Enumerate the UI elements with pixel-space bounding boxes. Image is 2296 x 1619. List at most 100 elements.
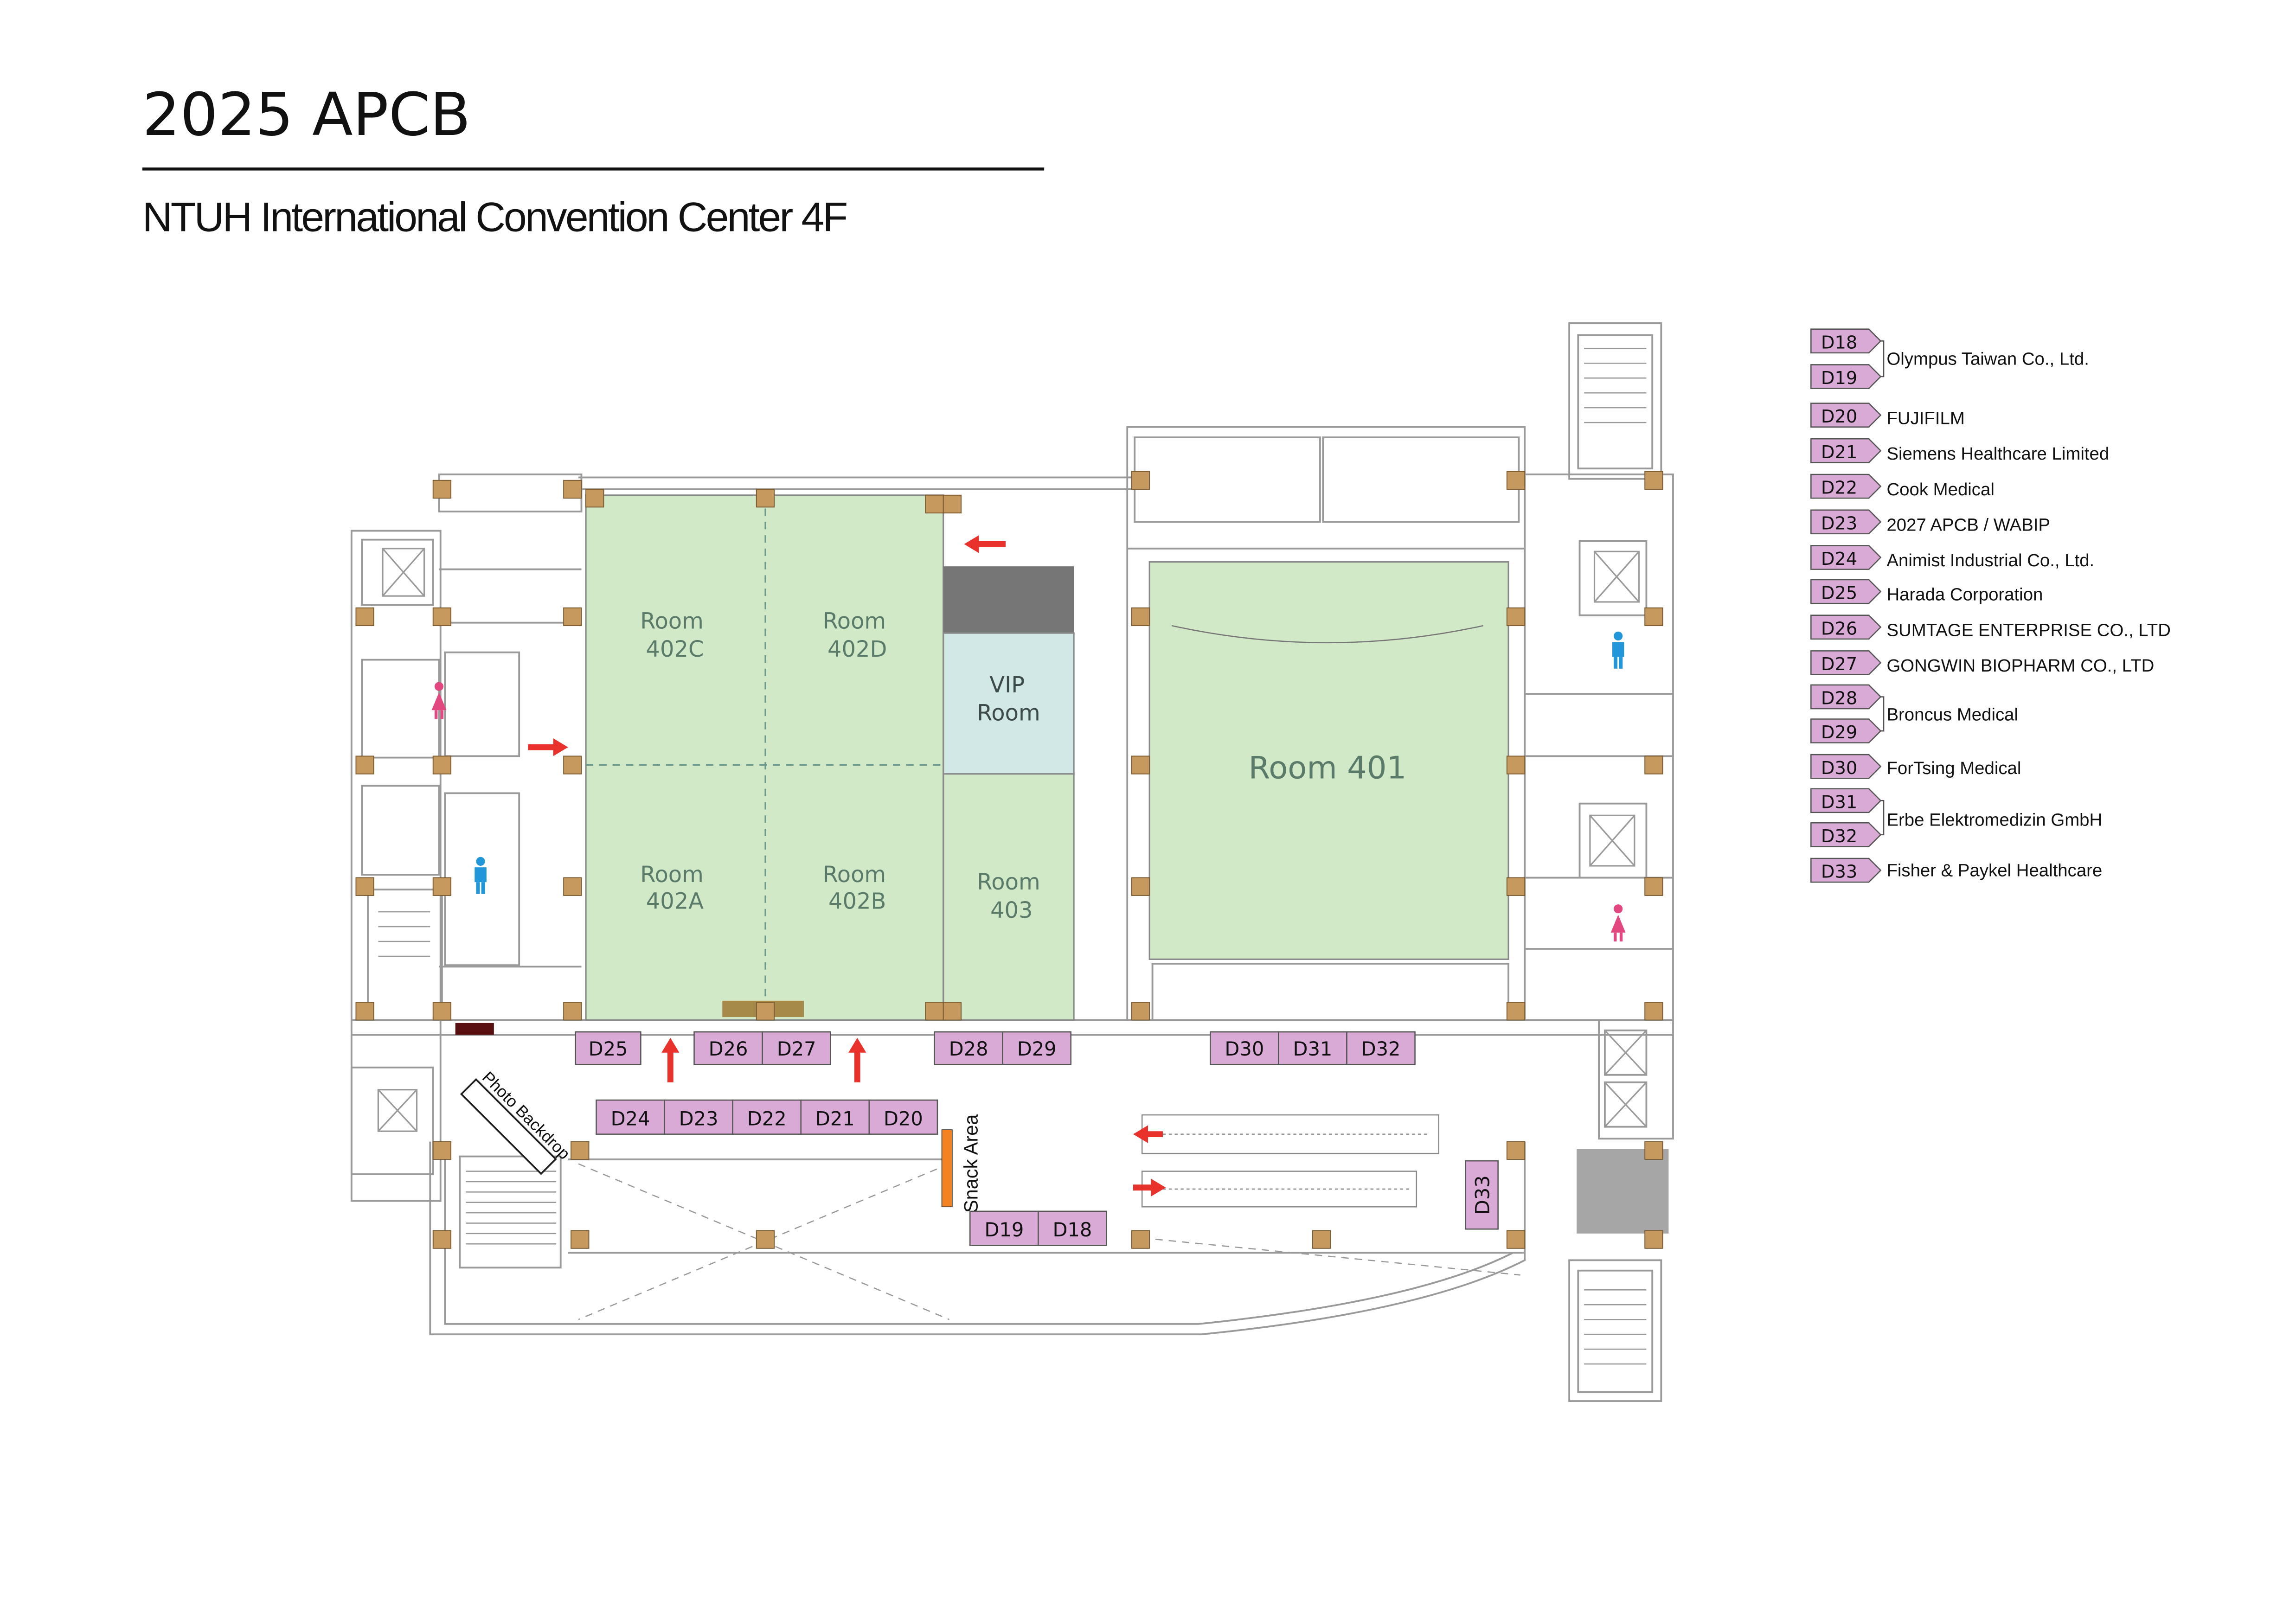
booth-d18-label: D18 — [1052, 1218, 1092, 1241]
legend-item-broncus: D28 D29 Broncus Medical — [1810, 684, 2018, 743]
legend-tag-d20-label: D20 — [1821, 406, 1857, 427]
legend-tag-d30-label: D30 — [1821, 758, 1857, 779]
legend-name-apcb-wabip: 2027 APCB / WABIP — [1886, 515, 2050, 535]
male-restroom-icon-east — [1612, 631, 1624, 669]
booth-d32[interactable] — [1346, 1031, 1416, 1065]
legend-name-fujifilm: FUJIFILM — [1886, 408, 1964, 428]
gray-utility-room — [1577, 1149, 1669, 1234]
booth-d25-label: D25 — [589, 1037, 628, 1060]
legend-tag-d19 — [1810, 364, 1882, 389]
booth-d23[interactable] — [664, 1099, 733, 1135]
booth-d23-label: D23 — [679, 1107, 718, 1130]
room-402a-label: Room — [640, 862, 704, 888]
booth-d33[interactable] — [1465, 1160, 1499, 1230]
booth-d19-label: D19 — [984, 1218, 1024, 1241]
legend-tag-d18-label: D18 — [1821, 332, 1857, 353]
female-restroom-icon — [431, 682, 447, 719]
legend-tag-d32-label: D32 — [1821, 826, 1857, 847]
female-restroom-icon-east — [1610, 904, 1626, 942]
legend-item-cook: D22 Cook Medical — [1810, 474, 1995, 499]
booth-d31[interactable] — [1278, 1031, 1347, 1065]
legend-tag-d31-label: D31 — [1821, 792, 1857, 813]
booth-d19[interactable] — [969, 1210, 1039, 1246]
arrow-left-icon — [964, 535, 1006, 553]
arrow-left-icon — [1133, 1125, 1163, 1143]
booth-d30[interactable] — [1210, 1031, 1279, 1065]
booth-d27-label: D27 — [777, 1037, 816, 1060]
photo-backdrop: Photo Backdrop — [460, 1068, 573, 1175]
booth-d29-label: D29 — [1017, 1037, 1057, 1060]
vip-room-label: VIP — [989, 672, 1025, 698]
booths: D25 D26 D27 D28 D29 D30 D31 D32 D24 D23 … — [575, 1031, 1499, 1246]
legend-tag-d18 — [1810, 328, 1882, 354]
booth-d27[interactable] — [762, 1031, 831, 1065]
room-402c-label-line2: 402C — [646, 636, 704, 662]
legend-name-cook: Cook Medical — [1886, 480, 1994, 499]
legend-tag-d25-label: D25 — [1821, 583, 1857, 604]
legend-name-harada: Harada Corporation — [1886, 585, 2043, 605]
male-restroom-icon — [475, 857, 487, 894]
legend-name-animist: Animist Industrial Co., Ltd. — [1886, 550, 2094, 570]
legend-item-harada: D25 Harada Corporation — [1810, 579, 2043, 605]
stairs — [378, 347, 1647, 1365]
booth-d20-label: D20 — [884, 1107, 923, 1130]
booth-d28-label: D28 — [949, 1037, 988, 1060]
snack-area-counter — [941, 1129, 953, 1208]
legend-tag-d24-label: D24 — [1821, 549, 1857, 570]
legend-item-olympus: D18 D19 Olympus Taiwan Co., Ltd. — [1810, 328, 2089, 389]
legend-tag-d21-label: D21 — [1821, 442, 1857, 463]
booth-d26-label: D26 — [709, 1037, 748, 1060]
room-402c-label: Room — [640, 608, 704, 634]
booth-d31-label: D31 — [1293, 1037, 1333, 1060]
legend-tag-d22-label: D22 — [1821, 478, 1857, 499]
room-402d-label: Room — [823, 608, 886, 634]
room-403 — [943, 773, 1075, 1021]
vip-room-label-line2: Room — [977, 700, 1040, 726]
legend-name-sumtage: SUMTAGE ENTERPRISE CO., LTD — [1886, 620, 2170, 640]
elevator-shafts — [377, 548, 1647, 1132]
legend-tag-d23-label: D23 — [1821, 513, 1857, 534]
booth-d33-label: D33 — [1471, 1175, 1494, 1215]
legend-item-animist: D24 Animist Industrial Co., Ltd. — [1810, 545, 2094, 570]
map-title: 2025 APCB — [142, 80, 471, 149]
legend-item-erbe: D31 D32 Erbe Elektromedizin GmbH — [1810, 788, 2102, 847]
room-403-label: Room — [977, 869, 1040, 895]
booth-d24[interactable] — [596, 1099, 665, 1135]
dark-marker — [455, 1023, 494, 1035]
arrow-right-icon — [528, 738, 568, 756]
legend-item-gongwin: D27 GONGWIN BIOPHARM CO., LTD — [1810, 650, 2154, 676]
legend-tag-d28-label: D28 — [1821, 688, 1857, 709]
escalators — [1141, 1114, 1440, 1208]
room-403-label-line2: 403 — [990, 897, 1033, 923]
booth-d26[interactable] — [693, 1031, 763, 1065]
booth-d24-label: D24 — [611, 1107, 650, 1130]
legend-name-fortsing: ForTsing Medical — [1886, 758, 2021, 778]
room-402d-label-line2: 402D — [827, 636, 887, 662]
arrow-right-icon — [1133, 1178, 1166, 1197]
snack-area-label: Snack Area — [960, 1114, 981, 1213]
room-402b-label-line2: 402B — [828, 889, 886, 915]
vip-room — [943, 632, 1075, 775]
legend-tag-d27-label: D27 — [1821, 654, 1857, 675]
room-401-label: Room 401 — [1249, 749, 1407, 786]
booth-d22[interactable] — [732, 1099, 802, 1135]
legend-name-broncus: Broncus Medical — [1886, 705, 2018, 725]
legend-tag-d33-label: D33 — [1821, 862, 1857, 883]
booth-d18[interactable] — [1038, 1210, 1107, 1246]
legend-item-fortsing: D30 ForTsing Medical — [1810, 754, 2021, 779]
room-401-stage-arc — [1171, 625, 1483, 644]
booth-d20[interactable] — [868, 1099, 938, 1135]
legend-name-fisher-paykel: Fisher & Paykel Healthcare — [1886, 860, 2102, 880]
map-subtitle: NTUH International Convention Center 4F — [142, 194, 847, 240]
booth-d30-label: D30 — [1225, 1037, 1264, 1060]
booth-d21[interactable] — [800, 1099, 870, 1135]
legend-name-olympus: Olympus Taiwan Co., Ltd. — [1886, 349, 2089, 369]
booth-d29[interactable] — [1002, 1031, 1071, 1065]
booth-d28[interactable] — [934, 1031, 1003, 1065]
booth-d25[interactable] — [575, 1031, 641, 1065]
booth-d32-label: D32 — [1361, 1037, 1401, 1060]
room-labels: Room 402C Room 402D Room 402A Room 402B … — [640, 608, 1040, 923]
legend-item-siemens: D21 Siemens Healthcare Limited — [1810, 438, 2109, 464]
room-402a-label-line2: 402A — [646, 889, 704, 915]
